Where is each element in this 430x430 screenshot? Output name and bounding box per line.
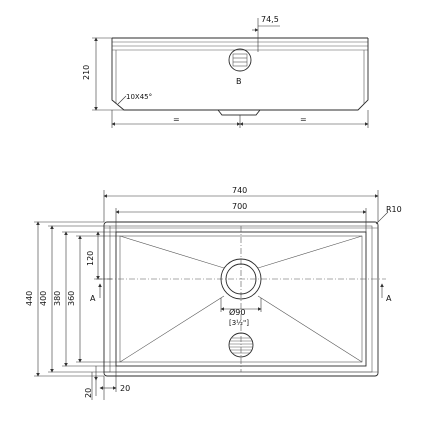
dim-120-label: 120 (86, 251, 95, 266)
equal-right-label: = (300, 115, 307, 124)
drain-inch-label: [3½"] (229, 319, 249, 327)
equal-left-label: = (173, 115, 180, 124)
section-b-label: B (236, 77, 242, 86)
dim-440-label: 440 (25, 291, 34, 306)
side-view: B 74,5 210 10X45° = = (82, 15, 369, 128)
section-a-left-label: A (90, 294, 96, 303)
section-a-right-label: A (386, 294, 392, 303)
overflow-grille (228, 332, 254, 358)
top-view: Ø90 [3½"] 740 700 R10 440 400 380 (25, 186, 402, 400)
dim-400-label: 400 (39, 291, 48, 306)
overflow-circle (228, 48, 252, 72)
dim-740-label: 740 (232, 186, 247, 195)
radius-label: R10 (386, 205, 402, 214)
margin-bottom-label: 20 (84, 388, 93, 398)
chamfer-label: 10X45° (126, 93, 152, 101)
dim-380-label: 380 (53, 291, 62, 306)
dim-210-label: 210 (82, 65, 91, 80)
drain-diameter-label: Ø90 (229, 307, 245, 317)
dim-700-label: 700 (232, 202, 247, 211)
dim-360-label: 360 (67, 291, 76, 306)
margin-left-label: 20 (120, 384, 130, 393)
dim-74-5-label: 74,5 (261, 15, 279, 24)
drain-outlet (220, 258, 262, 300)
